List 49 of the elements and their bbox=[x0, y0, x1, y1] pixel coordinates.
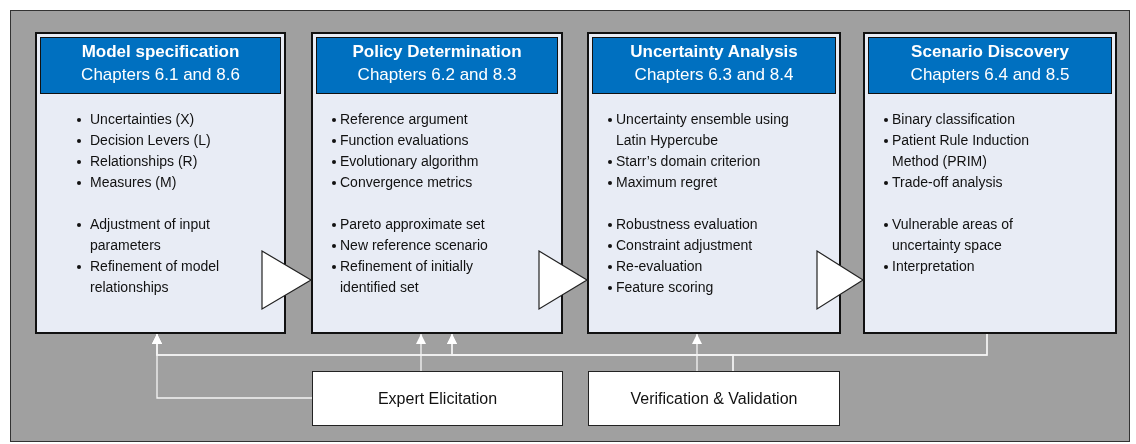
stage-title: Scenario Discovery bbox=[910, 42, 1070, 62]
bullet-text: Binary classification bbox=[892, 110, 1016, 129]
chapter-reference: Chapters 6.1 and 8.6 bbox=[80, 65, 241, 85]
bullet-text: Uncertainties (X) bbox=[90, 110, 196, 129]
process-box: Expert Elicitation bbox=[312, 371, 563, 426]
bullet-text: Constraint adjustment bbox=[616, 236, 754, 255]
stage-card bbox=[863, 32, 1117, 334]
bullet-text: Vulnerable areas of uncertainty space bbox=[892, 215, 1014, 255]
bullet-text: Pareto approximate set bbox=[340, 215, 486, 234]
bullet-text: Refinement of initially identified set bbox=[340, 257, 475, 297]
chapter-reference: Chapters 6.3 and 8.4 bbox=[633, 65, 795, 85]
chapter-reference: Chapters 6.4 and 8.5 bbox=[909, 65, 1071, 85]
header-band bbox=[316, 37, 558, 94]
chapter-reference: Chapters 6.2 and 8.3 bbox=[356, 65, 518, 85]
bullet-text: Trade-off analysis bbox=[892, 173, 1004, 192]
bullet-text: Feature scoring bbox=[616, 278, 715, 297]
stage-title: Model specification bbox=[80, 42, 241, 62]
bullet-text: Starr’s domain criterion bbox=[616, 152, 762, 171]
bullet-text: Convergence metrics bbox=[340, 173, 474, 192]
bullet-text: New reference scenario bbox=[340, 236, 489, 255]
bullet-text: Uncertainty ensemble using Latin Hypercube bbox=[616, 110, 790, 150]
bullet-text: Decision Levers (L) bbox=[90, 131, 212, 150]
bullet-text: Patient Rule Induction Method (PRIM) bbox=[892, 131, 1030, 171]
bullet-text: Function evaluations bbox=[340, 131, 470, 150]
connector-arrow bbox=[416, 333, 426, 372]
chevron-arrow bbox=[816, 249, 865, 311]
bullet-text: Maximum regret bbox=[616, 173, 719, 192]
stage-card bbox=[35, 32, 286, 334]
process-box: Verification & Validation bbox=[588, 371, 840, 426]
connector-arrow bbox=[447, 333, 734, 372]
bullet-text: Evolutionary algorithm bbox=[340, 152, 480, 171]
stage-title: Uncertainty Analysis bbox=[629, 42, 799, 62]
bullet-text: Re-evaluation bbox=[616, 257, 704, 276]
stage-title: Policy Determination bbox=[351, 42, 523, 62]
header-band bbox=[40, 37, 281, 94]
chevron-arrow bbox=[261, 249, 313, 311]
chevron-arrow bbox=[538, 249, 589, 311]
stage-card bbox=[587, 32, 841, 334]
stage-card bbox=[311, 32, 563, 334]
bullet-text: Reference argument bbox=[340, 110, 469, 129]
bullet-text: Relationships (R) bbox=[90, 152, 199, 171]
bullet-text: Robustness evaluation bbox=[616, 215, 759, 234]
bullet-text: Refinement of model relationships bbox=[90, 257, 221, 297]
header-band bbox=[868, 37, 1112, 94]
bullet-text: Measures (M) bbox=[90, 173, 178, 192]
bullet-text: Interpretation bbox=[892, 257, 976, 276]
connector-arrow bbox=[692, 333, 702, 372]
bullet-text: Adjustment of input parameters bbox=[90, 215, 211, 255]
header-band bbox=[592, 37, 836, 94]
